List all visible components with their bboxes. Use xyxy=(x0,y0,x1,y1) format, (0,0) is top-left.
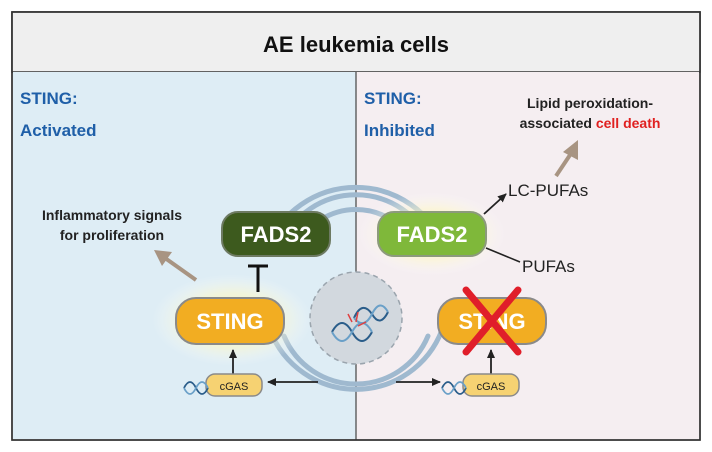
signal-arrow-left xyxy=(154,250,198,282)
right-heading-line1: STING: xyxy=(364,89,422,108)
lc-pufas-label: LC-PUFAs xyxy=(508,181,588,200)
death-arrow-right xyxy=(554,140,578,178)
title: AE leukemia cells xyxy=(263,32,449,57)
fads2-node-left: FADS2 xyxy=(221,211,331,257)
outcome-text-prefix: associated xyxy=(520,115,596,131)
dna-break-icon xyxy=(347,311,367,327)
dna-fragment-icon-right xyxy=(441,381,467,395)
outcome-text-line1: Lipid peroxidation- xyxy=(527,95,653,111)
pufa-connector xyxy=(485,247,521,263)
signal-text-line1: Inflammatory signals xyxy=(42,207,182,223)
cgas-left-label: cGAS xyxy=(220,381,249,393)
fads2-left-label: FADS2 xyxy=(241,222,312,247)
inhibited-cross-icon xyxy=(462,286,522,356)
fads2-to-lcpufa-arrow xyxy=(483,193,507,215)
cgas-right-label: cGAS xyxy=(477,381,506,393)
cell-death-highlight: cell death xyxy=(596,115,661,131)
cgas-node-right: cGAS xyxy=(462,373,520,397)
fads2-right-label: FADS2 xyxy=(397,222,468,247)
sting-node-left: STING xyxy=(175,297,285,345)
inhibition-arrow xyxy=(248,264,268,292)
sting-left-label: STING xyxy=(196,309,263,334)
right-heading-line2: Inhibited xyxy=(364,121,435,140)
outcome-text-line2: associated cell death xyxy=(520,115,661,131)
left-heading-line1: STING: xyxy=(20,89,78,108)
dna-icon xyxy=(331,304,389,342)
signal-text-line2: for proliferation xyxy=(60,227,164,243)
nucleus xyxy=(309,271,403,365)
left-heading-line2: Activated xyxy=(20,121,97,140)
dna-fragment-icon-left xyxy=(183,381,209,395)
cgas-node-left: cGAS xyxy=(205,373,263,397)
fads2-node-right: FADS2 xyxy=(377,211,487,257)
pufas-label: PUFAs xyxy=(522,257,575,276)
